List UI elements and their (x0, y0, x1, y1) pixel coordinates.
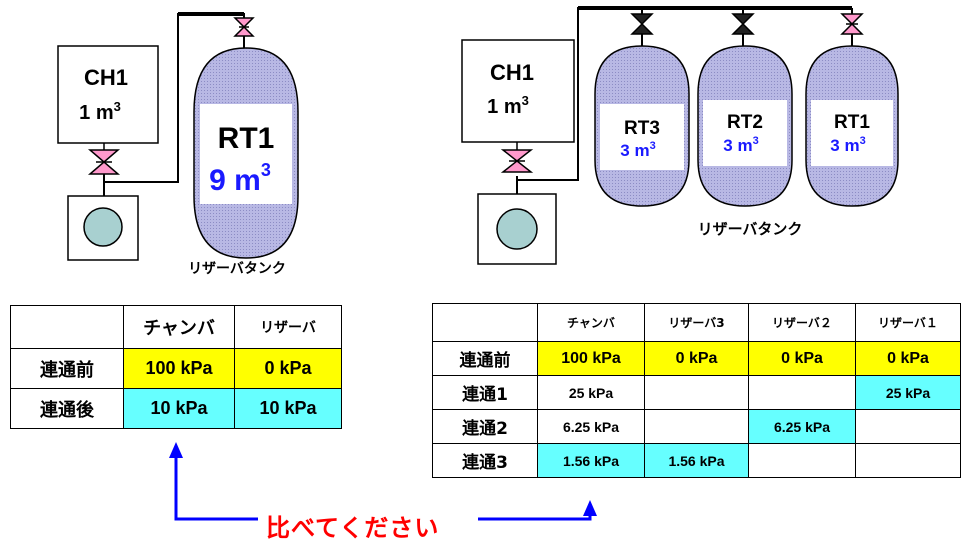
left-reservoir-label-bg (200, 104, 292, 204)
left-chamber-volume: 1 m3 (79, 99, 121, 124)
table-header-chamber: チャンバ (537, 303, 645, 342)
left-chamber-name: CH1 (84, 65, 128, 90)
right-system: CH1 1 m3 RT3 (461, 6, 899, 265)
table-header-reservoir-1: リザーバ１ (855, 303, 961, 342)
table-cell: 25 kPa (537, 375, 645, 410)
table-header-corner (10, 305, 124, 349)
rt1-valve-icon (840, 8, 864, 46)
compare-label: 比べてください (266, 514, 440, 542)
table-row: 連通後 10 kPa 10 kPa (10, 388, 342, 429)
rt2-valve-icon (731, 8, 755, 46)
row-label: 連通後 (10, 388, 124, 429)
table-cell: 10 kPa (123, 388, 235, 429)
table-cell: 0 kPa (644, 341, 749, 376)
row-label: 連通3 (432, 443, 538, 478)
table-row: 連通1 25 kPa 25 kPa (432, 375, 961, 410)
rt3-valve-icon (630, 8, 654, 46)
rt2-volume: 3 m3 (723, 135, 758, 155)
left-pump-icon (83, 207, 123, 247)
table-row: チャンバ リザーバ3 リザーバ２ リザーバ１ (432, 303, 961, 342)
table-header-chamber: チャンバ (123, 305, 235, 349)
left-chamber-valve-icon (87, 143, 121, 175)
table-cell: 25 kPa (855, 375, 961, 410)
table-cell (855, 443, 961, 478)
left-tank-valve-icon (233, 17, 255, 48)
left-chamber-box (57, 45, 159, 144)
rt1-volume: 3 m3 (830, 135, 865, 155)
table-header-corner (432, 303, 538, 342)
right-chamber-box (461, 39, 575, 143)
left-reservoir-name: RT1 (218, 122, 275, 155)
right-chamber-volume: 1 m3 (487, 93, 529, 118)
table-cell (644, 409, 749, 444)
table-row: チャンバ リザーバ (10, 305, 342, 349)
left-system: CH1 1 m3 RT1 9 m3 リザーバタンク (57, 12, 299, 277)
rt2-name: RT2 (727, 112, 763, 133)
table-cell (748, 443, 856, 478)
row-label: 連通2 (432, 409, 538, 444)
table-header-reservoir: リザーバ (234, 305, 342, 349)
rt1-label-bg (811, 100, 893, 166)
table-row: 連通3 1.56 kPa 1.56 kPa (432, 443, 961, 478)
table-cell: 6.25 kPa (537, 409, 645, 444)
table-cell (748, 375, 856, 410)
left-arrowhead-icon (169, 442, 183, 458)
table-cell (855, 409, 961, 444)
table-row: 連通前 100 kPa 0 kPa (10, 348, 342, 389)
row-label: 連通1 (432, 375, 538, 410)
table-three-stage: チャンバ リザーバ3 リザーバ２ リザーバ１ 連通前 100 kPa 0 kPa… (432, 303, 961, 478)
rt3-label-bg (600, 104, 684, 170)
table-cell: 100 kPa (537, 341, 645, 376)
table-cell: 1.56 kPa (644, 443, 749, 478)
table-cell: 0 kPa (234, 348, 342, 389)
rt3-name: RT3 (624, 118, 660, 139)
table-cell: 100 kPa (123, 348, 235, 389)
left-reservoir-caption: リザーバタンク (188, 261, 286, 277)
right-reservoir-caption: リザーバタンク (698, 220, 803, 238)
right-pump-icon (496, 208, 538, 250)
row-label: 連通前 (10, 348, 124, 389)
table-cell: 1.56 kPa (537, 443, 645, 478)
table-cell: 6.25 kPa (748, 409, 856, 444)
table-cell: 0 kPa (748, 341, 856, 376)
right-chamber-name: CH1 (490, 60, 534, 85)
table-row: 連通前 100 kPa 0 kPa 0 kPa 0 kPa (432, 341, 961, 376)
row-label: 連通前 (432, 341, 538, 376)
table-header-reservoir-3: リザーバ3 (644, 303, 749, 342)
rt2-label-bg (703, 100, 787, 166)
left-arrow (174, 455, 258, 521)
table-two-stage: チャンバ リザーバ 連通前 100 kPa 0 kPa 連通後 10 kPa 1… (10, 305, 342, 429)
left-reservoir-volume: 9 m3 (209, 160, 271, 197)
right-arrowhead-icon (583, 500, 597, 516)
table-cell: 0 kPa (855, 341, 961, 376)
compare-arrows (169, 442, 597, 521)
table-header-reservoir-2: リザーバ２ (748, 303, 856, 342)
table-cell: 10 kPa (234, 388, 342, 429)
right-arrow (478, 514, 592, 521)
rt1-name: RT1 (834, 112, 870, 133)
right-chamber-valve-icon (500, 142, 534, 173)
table-row: 連通2 6.25 kPa 6.25 kPa (432, 409, 961, 444)
table-cell (644, 375, 749, 410)
rt3-volume: 3 m3 (620, 140, 655, 160)
